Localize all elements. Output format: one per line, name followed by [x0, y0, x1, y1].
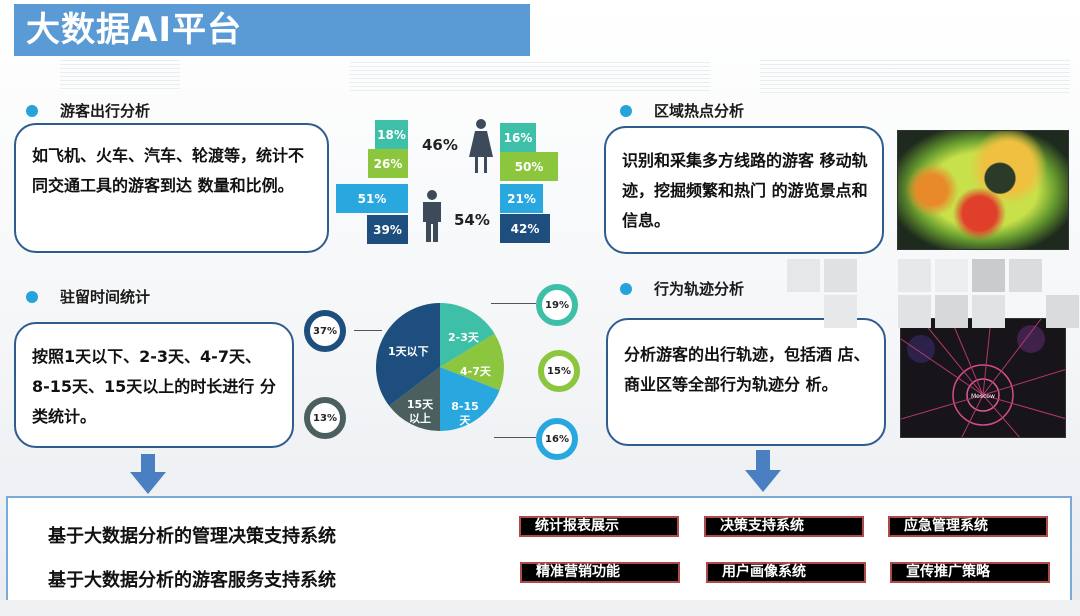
connector-line — [354, 330, 382, 342]
bar-right-1: 16% — [500, 123, 536, 152]
page-title: 大数据AI平台 — [14, 4, 530, 56]
tag-user-profile[interactable]: 用户画像系统 — [706, 562, 866, 583]
tag-decision-support[interactable]: 决策支持系统 — [704, 516, 864, 537]
pie-label-5: 15天以上 — [406, 398, 434, 425]
bullet-icon — [26, 104, 38, 117]
section-heading-stay: 驻留时间统计 — [26, 286, 150, 307]
system-title-visitor: 基于大数据分析的游客服务支持系统 — [48, 570, 336, 591]
heatmap-image — [897, 130, 1069, 250]
bar-right-3: 21% — [500, 184, 543, 213]
section-heading-text: 游客出行分析 — [60, 102, 151, 120]
bullet-icon — [26, 290, 38, 303]
bar-left-2: 26% — [368, 149, 408, 178]
tag-emergency-management[interactable]: 应急管理系统 — [888, 516, 1048, 537]
travel-card: 如飞机、火车、汽车、轮渡等，统计不同交通工具的游客到达 数量和比例。 — [14, 123, 329, 253]
bar-left-1: 18% — [375, 120, 408, 149]
ring-2-3days: 19% — [536, 284, 578, 326]
stay-card-text: 按照1天以下、2-3天、4-7天、 8-15天、15天以上的时长进行 分类统计。 — [32, 347, 276, 426]
system-title-management: 基于大数据分析的管理决策支持系统 — [48, 526, 336, 547]
pie-label-2: 2-3天 — [448, 331, 479, 344]
connector-line — [491, 303, 536, 323]
bar-left-3: 51% — [336, 184, 408, 213]
decorative-lines — [350, 62, 710, 92]
section-heading-text: 行为轨迹分析 — [654, 280, 745, 298]
pie-label-3: 4-7天 — [460, 365, 491, 378]
down-arrow-icon — [745, 450, 781, 492]
trajectory-map-image: Moscow — [900, 318, 1066, 438]
support-systems-panel: 基于大数据分析的管理决策支持系统 基于大数据分析的游客服务支持系统 统计报表展示… — [6, 496, 1072, 604]
pie-label-1: 1天以下 — [388, 345, 429, 358]
tag-promotion-strategy[interactable]: 宣传推广策略 — [890, 562, 1050, 583]
travel-card-text: 如飞机、火车、汽车、轮渡等，统计不同交通工具的游客到达 数量和比例。 — [32, 146, 305, 195]
ring-4-7days: 15% — [538, 350, 580, 392]
bar-right-4: 42% — [500, 214, 550, 243]
bar-right-2: 50% — [500, 152, 558, 181]
decorative-lines — [60, 60, 180, 90]
bullet-icon — [620, 282, 632, 295]
decorative-lines — [760, 60, 1070, 94]
svg-text:Moscow: Moscow — [971, 393, 995, 400]
ring-1day: 37% — [304, 310, 346, 352]
tag-stat-report[interactable]: 统计报表展示 — [519, 516, 679, 537]
bullet-icon — [620, 104, 632, 117]
female-percent: 46% — [422, 136, 458, 154]
male-icon — [423, 190, 441, 242]
tag-precision-marketing[interactable]: 精准营销功能 — [520, 562, 680, 583]
stay-card: 按照1天以下、2-3天、4-7天、 8-15天、15天以上的时长进行 分类统计。 — [14, 322, 294, 448]
ring-15plus: 13% — [304, 397, 346, 439]
ring-8-15days: 16% — [536, 418, 578, 460]
section-heading-travel: 游客出行分析 — [26, 100, 150, 121]
hotspot-card: 识别和采集多方线路的游客 移动轨迹，挖掘频繁和热门 的游览景点和信息。 — [604, 126, 884, 254]
hotspot-card-text: 识别和采集多方线路的游客 移动轨迹，挖掘频繁和热门 的游览景点和信息。 — [622, 151, 868, 230]
section-heading-trajectory: 行为轨迹分析 — [620, 278, 744, 299]
trajectory-card: 分析游客的出行轨迹，包括酒 店、商业区等全部行为轨迹分 析。 — [606, 318, 886, 446]
trajectory-card-text: 分析游客的出行轨迹，包括酒 店、商业区等全部行为轨迹分 析。 — [624, 345, 870, 394]
stay-duration-pie — [376, 303, 504, 431]
decorative-floor — [0, 600, 1080, 616]
section-heading-text: 区域热点分析 — [654, 102, 745, 120]
section-heading-hotspot: 区域热点分析 — [620, 100, 744, 121]
connector-line — [494, 437, 536, 438]
section-heading-text: 驻留时间统计 — [60, 288, 151, 306]
male-percent: 54% — [454, 211, 490, 229]
down-arrow-icon — [130, 454, 166, 494]
female-icon — [469, 119, 493, 173]
bar-left-4: 39% — [367, 215, 408, 244]
